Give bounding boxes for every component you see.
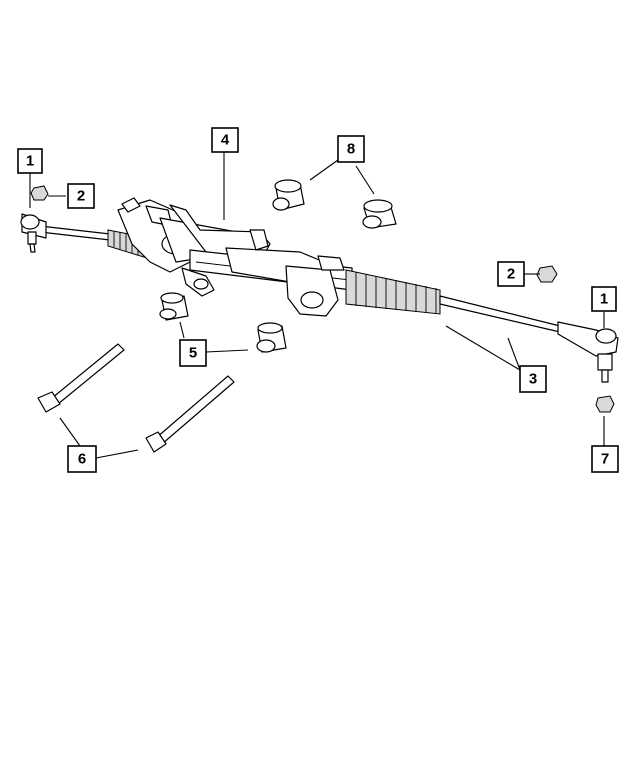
lock-nut-7 bbox=[595, 395, 615, 413]
callout-1-left-label: 1 bbox=[26, 153, 34, 170]
bushing-5-b bbox=[256, 322, 287, 353]
rack-housing-tube bbox=[189, 229, 353, 317]
callout-8-label: 8 bbox=[347, 141, 355, 158]
callout-3-label: 3 bbox=[529, 371, 537, 388]
mounting-bolt-upper bbox=[37, 343, 125, 413]
callout-5-label: 5 bbox=[189, 345, 197, 362]
outer-tie-rod-end-right bbox=[557, 321, 619, 383]
callout-1-right-label: 1 bbox=[600, 291, 608, 308]
leader-lines bbox=[29, 152, 605, 459]
right-boot bbox=[345, 269, 441, 315]
callout-2-right: 2 bbox=[497, 261, 525, 287]
callout-1-left: 1 bbox=[17, 148, 43, 174]
callout-7: 7 bbox=[591, 445, 619, 473]
callout-4-label: 4 bbox=[221, 132, 230, 149]
steering-gear-assembly bbox=[39, 197, 561, 333]
tie-rod-nut-right bbox=[536, 265, 558, 283]
bushing-8-a bbox=[272, 179, 305, 211]
mounting-bolt-lower bbox=[145, 375, 235, 453]
callout-2-left-label: 2 bbox=[77, 188, 85, 205]
callout-5: 5 bbox=[179, 339, 207, 367]
callout-2-right-label: 2 bbox=[507, 266, 515, 283]
callout-4: 4 bbox=[211, 127, 239, 153]
callout-3: 3 bbox=[519, 365, 547, 393]
callout-1-right: 1 bbox=[591, 286, 617, 312]
callout-7-label: 7 bbox=[601, 451, 609, 468]
callout-8: 8 bbox=[337, 135, 365, 163]
callout-6: 6 bbox=[67, 445, 97, 473]
bushing-8-b bbox=[362, 199, 397, 229]
callout-2-left: 2 bbox=[67, 183, 95, 209]
outer-tie-rod-end-left bbox=[20, 213, 47, 253]
bushing-5-a bbox=[159, 292, 189, 321]
tie-rod-nut-left bbox=[30, 185, 49, 201]
callout-6-label: 6 bbox=[78, 451, 86, 468]
pinion-housing bbox=[117, 197, 271, 297]
